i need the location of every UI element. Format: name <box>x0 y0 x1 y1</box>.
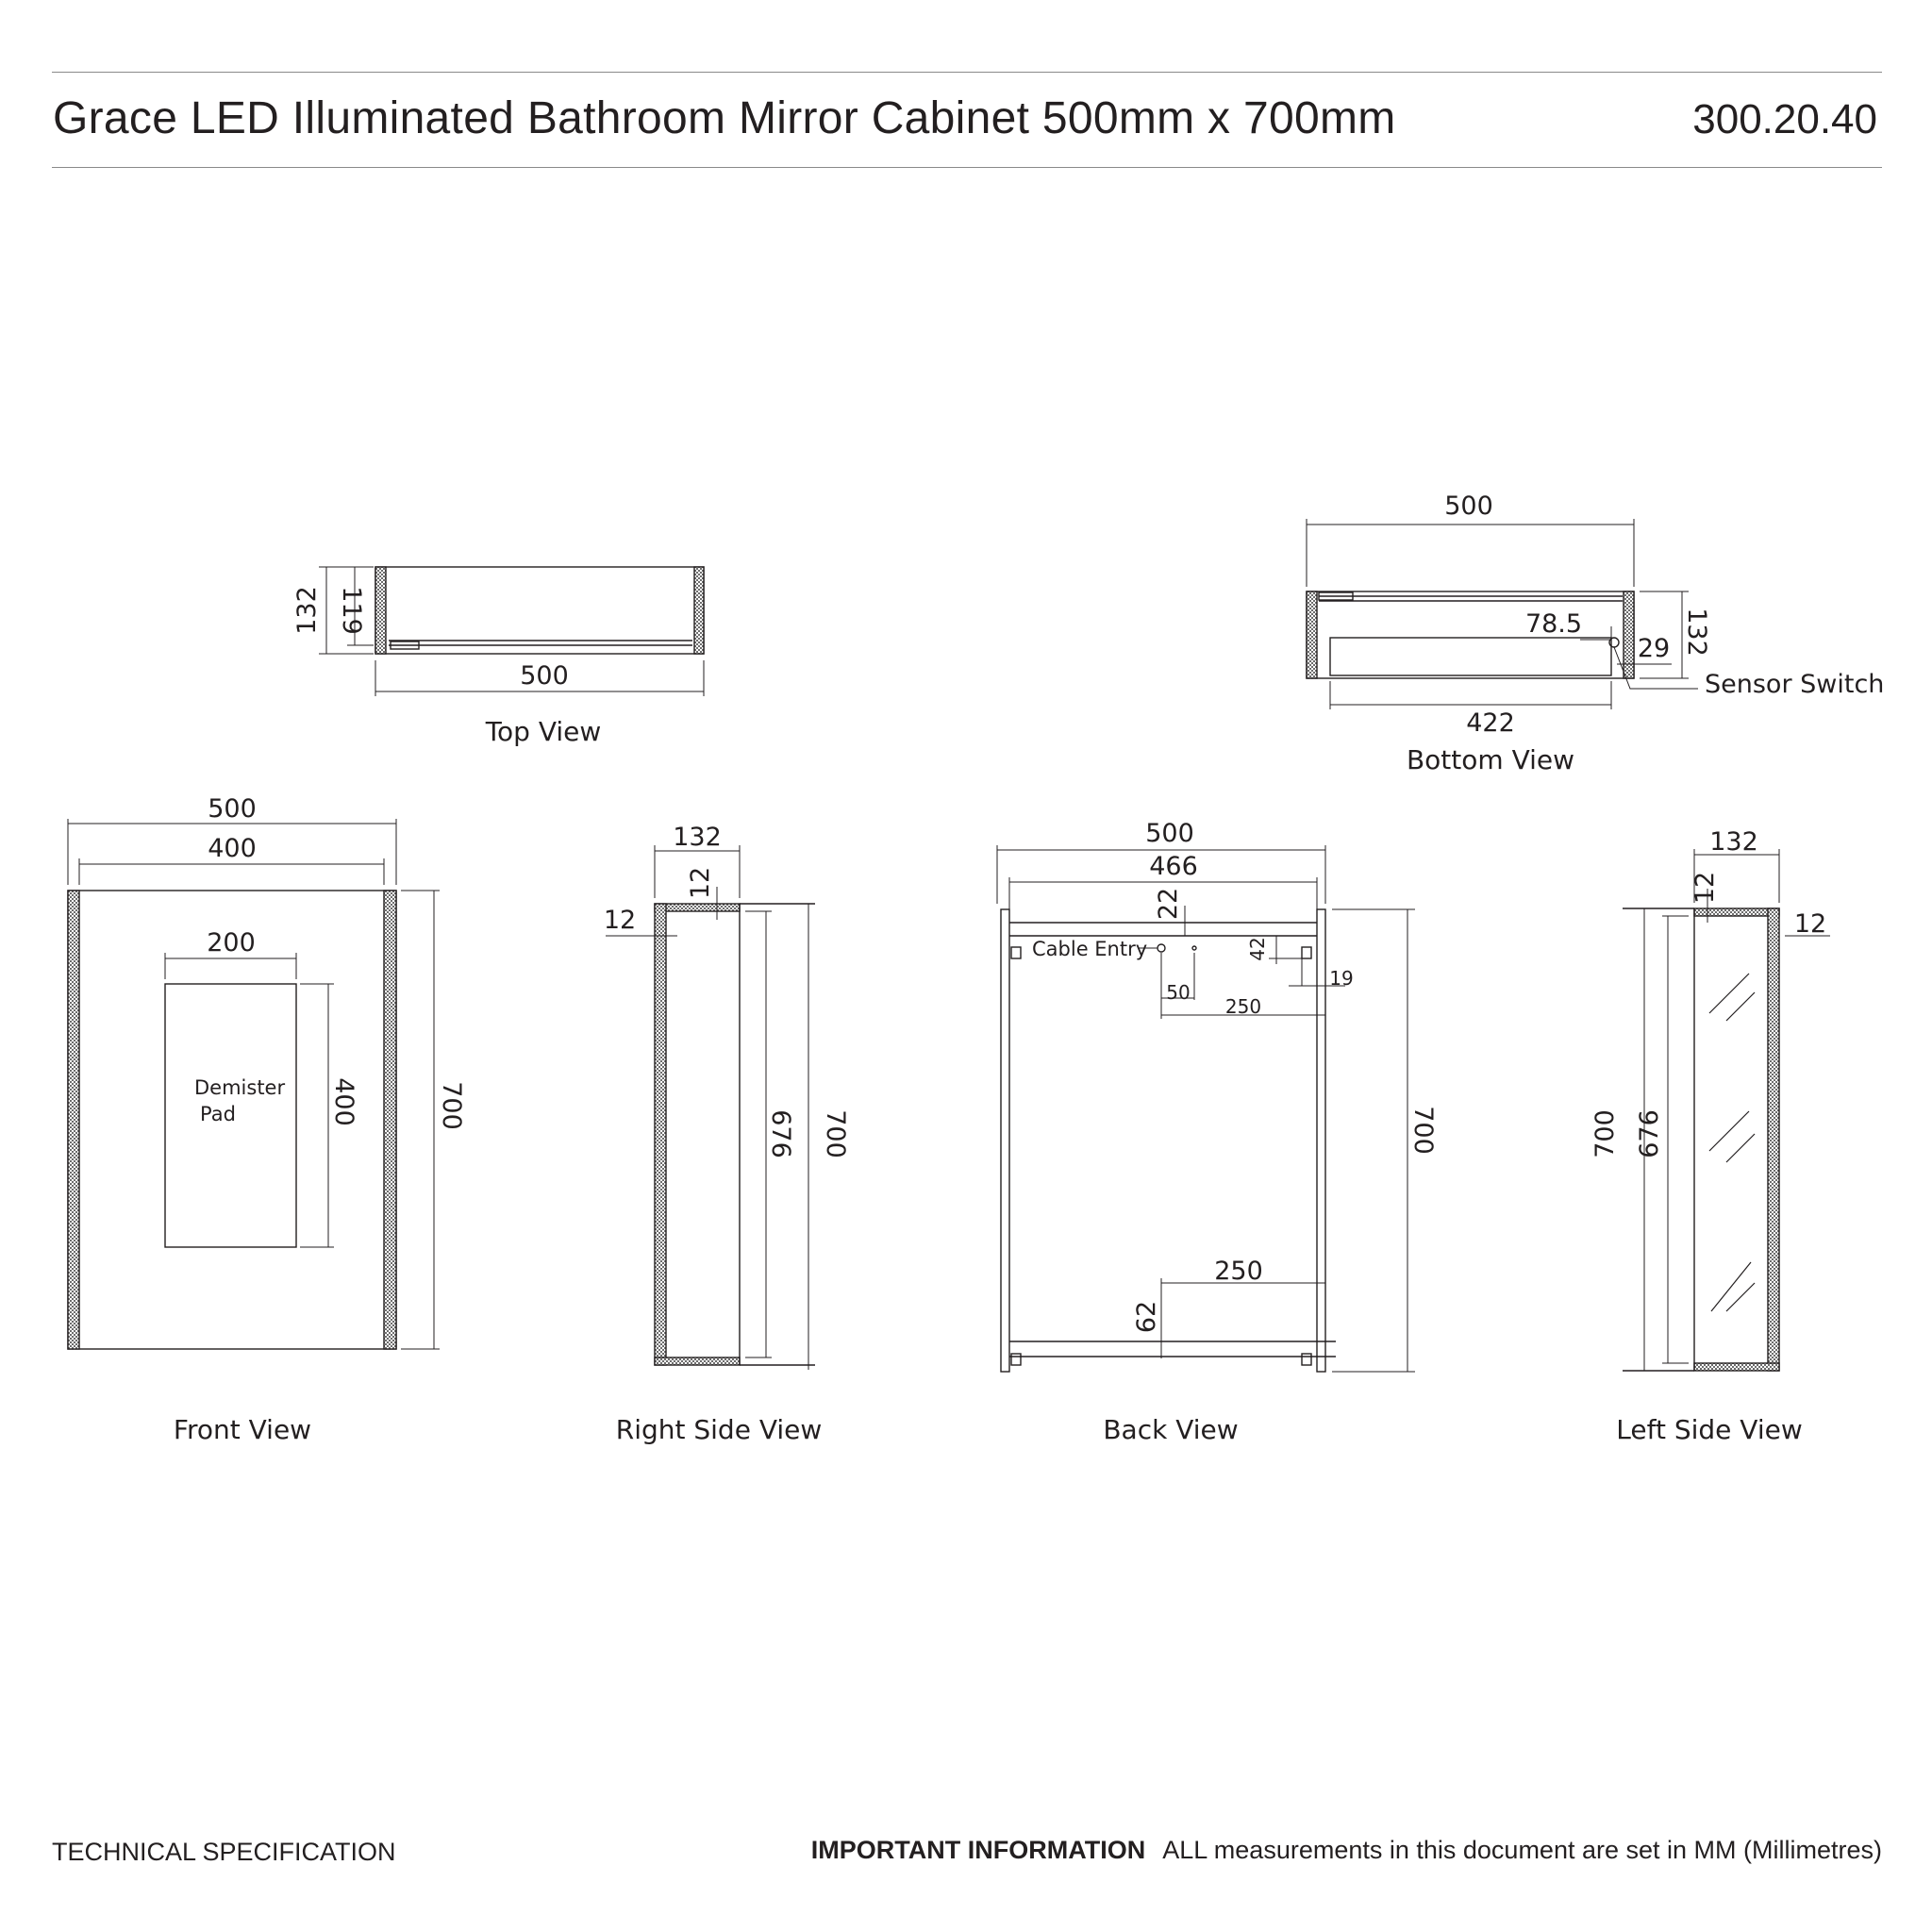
back-side-offset-dim: 19 <box>1329 967 1353 990</box>
back-bracket-height-dim: 42 <box>1246 937 1269 960</box>
back-left-bracket-top <box>1010 946 1022 959</box>
cable-entry-hole <box>1157 943 1166 953</box>
demister-pad <box>164 983 297 1248</box>
back-right-bracket-top <box>1301 946 1312 959</box>
cable-entry-label: Cable Entry <box>1032 938 1147 960</box>
top-view-right-led <box>693 566 705 655</box>
bottom-inset-dim: 78.5 <box>1525 609 1582 639</box>
important-information: IMPORTANT INFORMATION ALL measurements in… <box>811 1836 1882 1865</box>
front-width-dim: 500 <box>208 794 257 824</box>
front-mirror-width-dim: 400 <box>208 834 257 863</box>
right-top-thickness-dim: 12 <box>686 867 715 899</box>
sensor-switch-label: Sensor Switch <box>1705 670 1884 699</box>
right-side-view-caption: Right Side View <box>616 1414 823 1445</box>
bottom-view <box>1306 519 1698 709</box>
right-wall-thickness-dim: 12 <box>604 906 636 935</box>
front-left-led <box>67 890 80 1350</box>
right-inner-height-dim: 676 <box>766 1109 795 1158</box>
left-height-dim: 700 <box>1591 1109 1620 1158</box>
right-side-back-panel <box>654 903 667 1366</box>
front-view-caption: Front View <box>174 1414 311 1445</box>
right-height-dim: 700 <box>821 1109 850 1158</box>
back-view-right-edge <box>1316 908 1326 1373</box>
top-inner-depth-dim: 119 <box>337 586 366 635</box>
header-bottom-rule <box>52 167 1882 168</box>
right-side-view <box>606 845 815 1370</box>
bottom-view-outline <box>1306 591 1635 679</box>
back-view <box>996 845 1415 1373</box>
top-width-dim: 500 <box>520 661 569 691</box>
left-side-back-panel <box>1767 908 1780 1372</box>
bottom-view-caption: Bottom View <box>1407 744 1574 775</box>
back-bottom-offset-dim: 62 <box>1132 1301 1161 1333</box>
right-side-bottom-panel <box>654 1357 741 1366</box>
top-view-left-led <box>375 566 387 655</box>
left-depth-dim: 132 <box>1709 827 1758 857</box>
bottom-inner-width-dim: 422 <box>1466 708 1515 738</box>
measurement-note: ALL measurements in this document are se… <box>1162 1836 1882 1864</box>
right-side-top-panel <box>654 903 741 912</box>
bottom-depth-dim: 132 <box>1682 608 1711 657</box>
back-height-dim: 700 <box>1408 1106 1438 1155</box>
technical-specification-label: TECHNICAL SPECIFICATION <box>52 1838 396 1866</box>
top-depth-dim: 132 <box>292 586 322 635</box>
back-top-offset-dim: 22 <box>1154 888 1183 920</box>
back-width-dim: 500 <box>1145 819 1194 848</box>
back-cable-x-dim: 50 <box>1166 981 1190 1004</box>
bottom-width-dim: 500 <box>1444 491 1493 521</box>
front-pad-height-dim: 400 <box>329 1077 358 1126</box>
back-inner-width-dim: 466 <box>1149 852 1198 881</box>
left-side-bottom-panel <box>1693 1362 1780 1372</box>
bottom-view-right-led <box>1623 591 1635 679</box>
left-side-view-caption: Left Side View <box>1616 1414 1802 1445</box>
back-left-bracket-bottom <box>1010 1353 1022 1366</box>
left-inner-height-dim: 676 <box>1635 1109 1664 1158</box>
back-right-bracket-bottom <box>1301 1353 1312 1366</box>
header-top-rule <box>52 72 1882 73</box>
front-view <box>67 819 440 1350</box>
page-title: Grace LED Illuminated Bathroom Mirror Ca… <box>53 93 1396 143</box>
demister-label-line2: Pad <box>200 1103 236 1125</box>
back-cable-span-dim: 250 <box>1225 995 1261 1018</box>
back-bottom-span-dim: 250 <box>1214 1257 1263 1286</box>
back-view-caption: Back View <box>1103 1414 1238 1445</box>
back-view-left-edge <box>1000 908 1010 1373</box>
right-depth-dim: 132 <box>673 823 722 852</box>
left-side-view <box>1623 849 1830 1372</box>
front-pad-width-dim: 200 <box>207 928 256 958</box>
demister-label-line1: Demister <box>194 1076 285 1099</box>
top-view-caption: Top View <box>485 716 602 747</box>
left-top-thickness-dim: 12 <box>1690 872 1720 904</box>
top-view <box>319 566 705 696</box>
important-information-heading: IMPORTANT INFORMATION <box>810 1836 1146 1864</box>
front-right-led <box>383 890 397 1350</box>
bottom-view-left-led <box>1306 591 1318 679</box>
product-code: 300.20.40 <box>1692 96 1877 142</box>
left-wall-thickness-dim: 12 <box>1794 909 1826 939</box>
front-height-dim: 700 <box>437 1081 466 1130</box>
bottom-switch-offset-dim: 29 <box>1638 634 1670 663</box>
